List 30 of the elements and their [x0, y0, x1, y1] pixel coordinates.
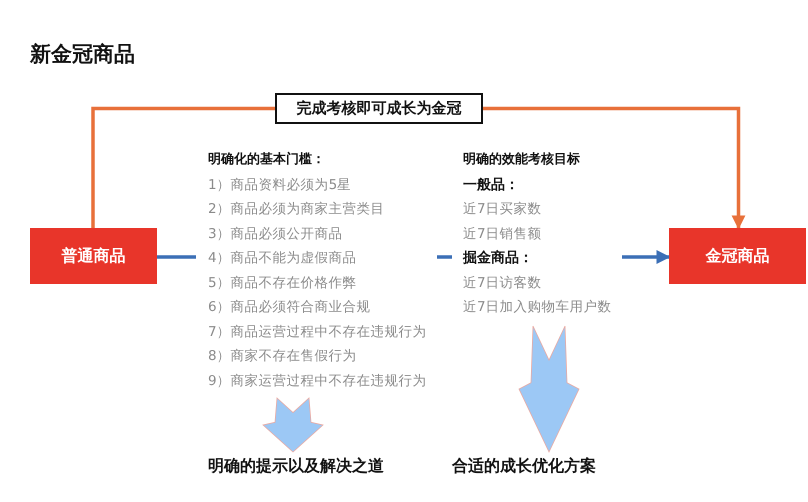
- list-item: 近7日访客数: [463, 274, 543, 292]
- list-item: 1）商品资料必须为5星: [208, 176, 352, 194]
- list-item: 2）商品必须为商家主营类目: [208, 200, 386, 219]
- list-heading: 明确的效能考核目标: [463, 151, 581, 169]
- list-item: 近7日加入购物车用户数: [463, 298, 613, 317]
- list-item: 近7日销售额: [463, 224, 543, 244]
- arrow: [622, 250, 670, 264]
- title: 新金冠商品: [30, 41, 135, 68]
- list-heading: 掘金商品：: [463, 248, 534, 268]
- process-box: 金冠商品: [669, 228, 806, 284]
- list-item: 9）商家运营过程中不存在违规行为: [208, 372, 428, 390]
- list-item: 5）商品不存在价格作弊: [208, 274, 358, 292]
- arrow: [483, 106, 746, 230]
- connector-line: [157, 255, 196, 259]
- block-arrow: [262, 397, 324, 453]
- list-heading: 一般品：: [463, 176, 520, 194]
- list-item: 3）商品必须公开商品: [208, 224, 344, 244]
- list-item: 6）商品必须符合商业合规: [208, 298, 372, 317]
- list-heading: 明确化的基本门槛：: [208, 150, 326, 169]
- list-item: 4）商品不能为虚假商品: [208, 249, 358, 268]
- list-item: 近7日买家数: [463, 200, 543, 219]
- connector-line: [91, 106, 275, 228]
- list-item: 7）商品运营过程中不存在违规行为: [208, 322, 428, 342]
- list-item: 8）商家不存在售假行为: [208, 347, 358, 366]
- result-text: 明确的提示以及解决之道: [208, 456, 408, 482]
- block-arrow: [518, 326, 580, 453]
- process-box: 普通商品: [30, 228, 157, 284]
- result-text: 合适的成长优化方案: [452, 456, 622, 482]
- label-box: 完成考核即可成长为金冠: [275, 93, 483, 124]
- connector-line: [437, 255, 452, 259]
